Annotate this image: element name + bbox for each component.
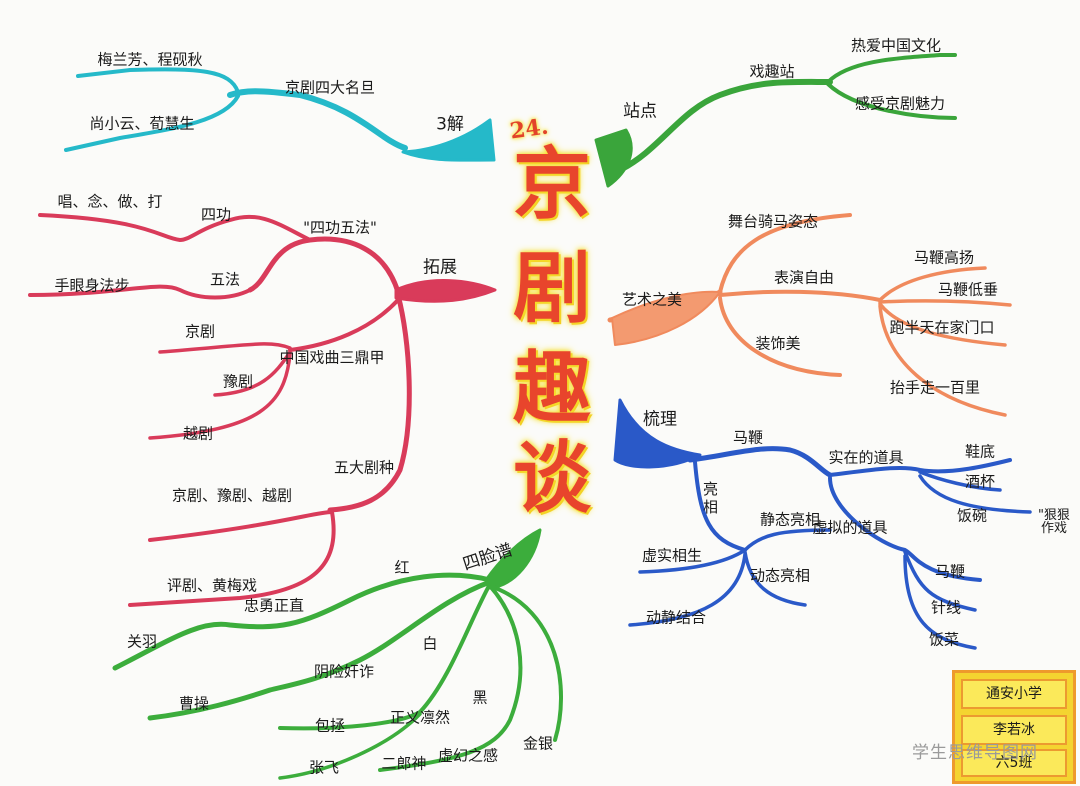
node-top-five: 五大剧种 xyxy=(333,458,395,477)
leaf-illusion: 虚幻之感 xyxy=(437,746,499,765)
leaf-guan-yu: 关羽 xyxy=(126,632,158,651)
branch-sort xyxy=(613,398,1032,650)
leaf-whip-high: 马鞭高扬 xyxy=(913,248,975,267)
leaf-rice-bowl: 饭碗 xyxy=(956,506,988,525)
leaf-bao-zheng: 包拯 xyxy=(314,716,346,735)
leaf-static-pose: 静态亮相 xyxy=(759,510,821,529)
title-char-3: 趣 xyxy=(512,343,592,434)
branch-extend xyxy=(28,213,497,607)
school-info-box: 通安小学 李若冰 六5班 xyxy=(952,670,1076,784)
school-name: 通安小学 xyxy=(961,679,1067,709)
branch-art xyxy=(607,213,1012,417)
class-name: 六5班 xyxy=(961,749,1067,777)
node-four-five: "四功五法" xyxy=(303,218,377,237)
branch-station xyxy=(594,53,957,188)
node-freedom: 表演自由 xyxy=(773,268,835,287)
leaf-sinister: 阴险奸诈 xyxy=(313,662,375,681)
node-black: 黑 xyxy=(472,688,488,707)
leaf-whip-low: 马鞭低垂 xyxy=(937,280,999,299)
leaf-run-home: 跑半天在家门口 xyxy=(889,318,995,337)
node-gold: 金银 xyxy=(522,734,554,753)
node-understand: 3解 xyxy=(436,114,464,135)
leaf-jing-yu-yue: 京剧、豫剧、越剧 xyxy=(171,486,293,505)
node-sort: 梳理 xyxy=(643,409,677,430)
node-virtual-props: 虚拟的道具 xyxy=(812,518,888,537)
leaf-shang-xun: 尚小云、荀慧生 xyxy=(89,114,195,133)
watermark: 学生思维导图网 xyxy=(912,743,1038,763)
leaf-shoe-sole: 鞋底 xyxy=(964,442,996,461)
leaf-erlang: 二郎神 xyxy=(381,754,427,773)
leaf-feel-opera: 感受京剧魅力 xyxy=(854,94,946,113)
leaf-zhang-fei: 张飞 xyxy=(308,758,340,777)
leaf-loyal: 忠勇正直 xyxy=(243,596,305,615)
leaf-virtual-whip: 马鞭 xyxy=(934,562,966,581)
branch-understand xyxy=(64,67,496,162)
leaf-ping-huangmei: 评剧、黄梅戏 xyxy=(166,576,258,595)
leaf-virtual-real: 虚实相生 xyxy=(641,546,703,565)
leaf-mei-cheng: 梅兰芳、程砚秋 xyxy=(97,50,203,69)
node-fun-station: 戏趣站 xyxy=(749,62,795,81)
node-extend: 拓展 xyxy=(423,257,457,278)
node-five-methods: 五法 xyxy=(209,270,241,289)
student-name: 李若冰 xyxy=(961,715,1067,745)
leaf-needle: 针线 xyxy=(930,598,962,617)
node-whip: 马鞭 xyxy=(732,428,764,447)
leaf-love-culture: 热爱中国文化 xyxy=(850,36,942,55)
node-white: 白 xyxy=(422,634,438,653)
note-act-hard: "狠狠作戏 xyxy=(1038,508,1070,536)
leaf-five-methods: 手眼身法步 xyxy=(54,276,130,295)
title-char-4: 谈 xyxy=(512,433,592,524)
node-art: 艺术之美 xyxy=(621,290,683,309)
leaf-still-motion: 动静结合 xyxy=(645,608,707,627)
node-station: 站点 xyxy=(623,101,657,122)
title-char-1: 京 xyxy=(512,139,592,230)
leaf-dynamic-pose: 动态亮相 xyxy=(749,566,811,585)
leaf-yuju: 豫剧 xyxy=(222,372,254,391)
leaf-jingju: 京剧 xyxy=(184,322,216,341)
node-pose: 亮相 xyxy=(703,480,719,516)
title-char-2: 剧 xyxy=(512,243,592,334)
leaf-four-skills: 唱、念、做、打 xyxy=(57,192,163,211)
node-top-three: 中国戏曲三鼎甲 xyxy=(279,348,385,367)
leaf-cao-cao: 曹操 xyxy=(178,694,210,713)
node-four-skills: 四功 xyxy=(200,205,232,224)
node-red: 红 xyxy=(394,558,410,577)
node-real-props: 实在的道具 xyxy=(828,448,904,467)
leaf-righteous: 正义凛然 xyxy=(389,708,451,727)
leaf-yueju: 越剧 xyxy=(182,424,214,443)
leaf-decoration: 装饰美 xyxy=(755,334,801,353)
leaf-hand-walk: 抬手走一百里 xyxy=(889,378,981,397)
node-four-dan: 京剧四大名旦 xyxy=(284,78,376,97)
leaf-wine-cup: 酒杯 xyxy=(964,472,996,491)
leaf-dishes: 饭菜 xyxy=(928,630,960,649)
branch-masks xyxy=(112,528,564,780)
leaf-riding: 舞台骑马姿态 xyxy=(727,212,819,231)
